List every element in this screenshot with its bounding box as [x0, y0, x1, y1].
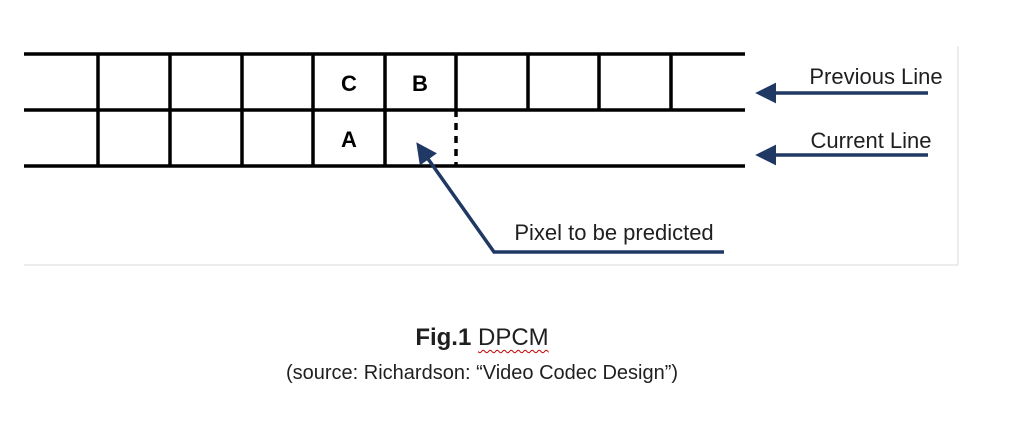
cell-b-label: B	[412, 71, 428, 96]
diagram-frame	[24, 46, 959, 266]
previous-line-label: Previous Line	[809, 64, 942, 89]
cell-c-label: C	[341, 71, 357, 96]
pixel-to-be-predicted-label: Pixel to be predicted	[514, 220, 713, 245]
pixel-grid	[24, 52, 745, 168]
figure-title: DPCM	[478, 324, 549, 351]
figure-caption: Fig.1 DPCM	[0, 322, 964, 354]
predicted-pixel-arrow-shaft	[416, 142, 724, 254]
figure-number: Fig.1	[415, 324, 472, 351]
current-line-label: Current Line	[810, 128, 931, 153]
predicted-pixel-arrow	[416, 142, 724, 254]
figure-source: (source: Richardson: “Video Codec Design…	[285, 362, 679, 384]
cell-a-label: A	[341, 127, 357, 152]
